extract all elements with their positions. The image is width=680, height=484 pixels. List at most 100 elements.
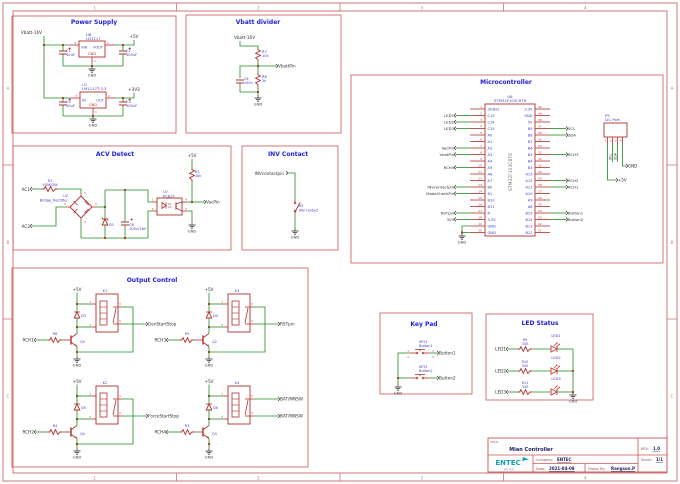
pin-name: B13: [525, 224, 532, 228]
diode[interactable]: [205, 402, 213, 411]
ref-label: R11: [522, 381, 529, 385]
pin-number: 18: [478, 216, 482, 220]
net-port-bracket: [625, 163, 629, 169]
wire: [77, 306, 134, 353]
pin-number: 2: [610, 139, 612, 143]
bridge-rectifier[interactable]: [69, 195, 93, 219]
led-arrow: [558, 343, 560, 346]
led-arrow: [558, 365, 560, 368]
pin-number: 2: [89, 415, 91, 419]
pin-name: A0: [488, 133, 493, 137]
diode[interactable]: [73, 310, 81, 319]
resistor[interactable]: [180, 428, 194, 436]
pin-name: A3: [488, 153, 493, 157]
diode[interactable]: [101, 217, 109, 226]
pin-number: 3: [480, 118, 482, 122]
net-label: +5V: [187, 153, 196, 158]
pin-number: 30: [538, 170, 542, 174]
relay[interactable]: [227, 293, 251, 333]
net-label: LED2: [444, 119, 454, 124]
pin-name: B6: [528, 146, 533, 150]
resistor[interactable]: [48, 336, 62, 344]
block-border: [11, 267, 309, 468]
resistor[interactable]: [42, 185, 58, 193]
optocoupler-u7[interactable]: [156, 197, 183, 216]
wire: [209, 306, 266, 353]
net-port-bracket: [436, 375, 440, 381]
block-border: [11, 15, 177, 134]
pin-number: 2: [107, 41, 109, 45]
value-label: Button1: [419, 344, 433, 348]
resistor[interactable]: [188, 168, 196, 182]
net-port-bracket: [453, 184, 457, 190]
resistor[interactable]: [518, 345, 532, 353]
value-label: INV contact: [299, 209, 319, 213]
net-port-bracket: [277, 413, 281, 419]
ref-label: U2: [63, 194, 68, 198]
net-label: RCH2: [23, 430, 35, 435]
net-port-bracket: [565, 126, 569, 131]
net-port-bracket: [165, 337, 169, 343]
net-port-bracket: [33, 337, 37, 343]
resistor[interactable]: [48, 428, 62, 436]
npn-transistor: [71, 425, 78, 430]
pin-number: 22: [538, 222, 542, 226]
net-label: ModeCheckPin: [426, 191, 454, 196]
pin-name: A12: [525, 179, 532, 183]
pin-name: B5: [528, 153, 533, 157]
pin-number: 19: [478, 222, 482, 226]
ref-label: D5: [81, 406, 86, 410]
resistor[interactable]: [254, 73, 262, 87]
relay[interactable]: [95, 385, 119, 425]
relay[interactable]: [95, 293, 119, 333]
pin-number: 29: [538, 177, 542, 181]
resistor[interactable]: [518, 388, 532, 396]
mcu-u6[interactable]: [484, 103, 536, 237]
npn-emitter-arrow: [74, 436, 77, 439]
net-label: RCH4: [155, 430, 167, 435]
net-label: LED1: [444, 113, 454, 118]
resistor[interactable]: [518, 367, 532, 375]
resistor[interactable]: [180, 336, 194, 344]
block-title: INV Contact: [268, 151, 308, 158]
pin-name: R: [488, 211, 491, 215]
chip-body-label: STM32F103C8T6: [508, 153, 514, 191]
net-port-bracket: [453, 152, 457, 157]
pin-number: 35: [538, 138, 542, 142]
net-label: +5V: [204, 287, 213, 292]
ref-label: K3: [235, 289, 240, 293]
gnd-label: GND: [188, 229, 197, 234]
relay-contact: [112, 307, 117, 324]
pin-name: C13: [488, 114, 495, 118]
ref-label: R1: [48, 179, 53, 183]
net-label: SCL: [568, 126, 576, 131]
net-port-bracket: [145, 413, 149, 419]
wire: [239, 41, 259, 48]
relay-contact: [244, 399, 249, 416]
pin-name: B12: [525, 231, 532, 235]
block-title: LED Status: [522, 320, 559, 327]
ref-label: C3: [126, 100, 131, 104]
diode[interactable]: [205, 310, 213, 319]
net-label: Vbatt-16V: [21, 30, 42, 35]
pin-number: 3: [185, 207, 187, 211]
net-label: LED1: [495, 347, 506, 352]
led[interactable]: [550, 388, 559, 396]
ref-label: U6: [507, 94, 513, 99]
pin-name: B7: [528, 140, 533, 144]
value-label: 330: [522, 342, 528, 346]
pin-name: A6: [488, 172, 493, 176]
tact-switch: [415, 351, 419, 355]
net-port-bracket: [615, 177, 619, 183]
led[interactable]: [550, 367, 559, 375]
led[interactable]: [550, 345, 559, 353]
relay[interactable]: [227, 385, 251, 425]
diode[interactable]: [73, 402, 81, 411]
pin-name: A15: [525, 172, 532, 176]
pin-number: 4: [251, 411, 253, 415]
net-port-bracket: [565, 217, 569, 222]
pin-number: 1: [89, 300, 91, 304]
connector-p5[interactable]: [603, 122, 628, 138]
resistor[interactable]: [254, 48, 262, 62]
